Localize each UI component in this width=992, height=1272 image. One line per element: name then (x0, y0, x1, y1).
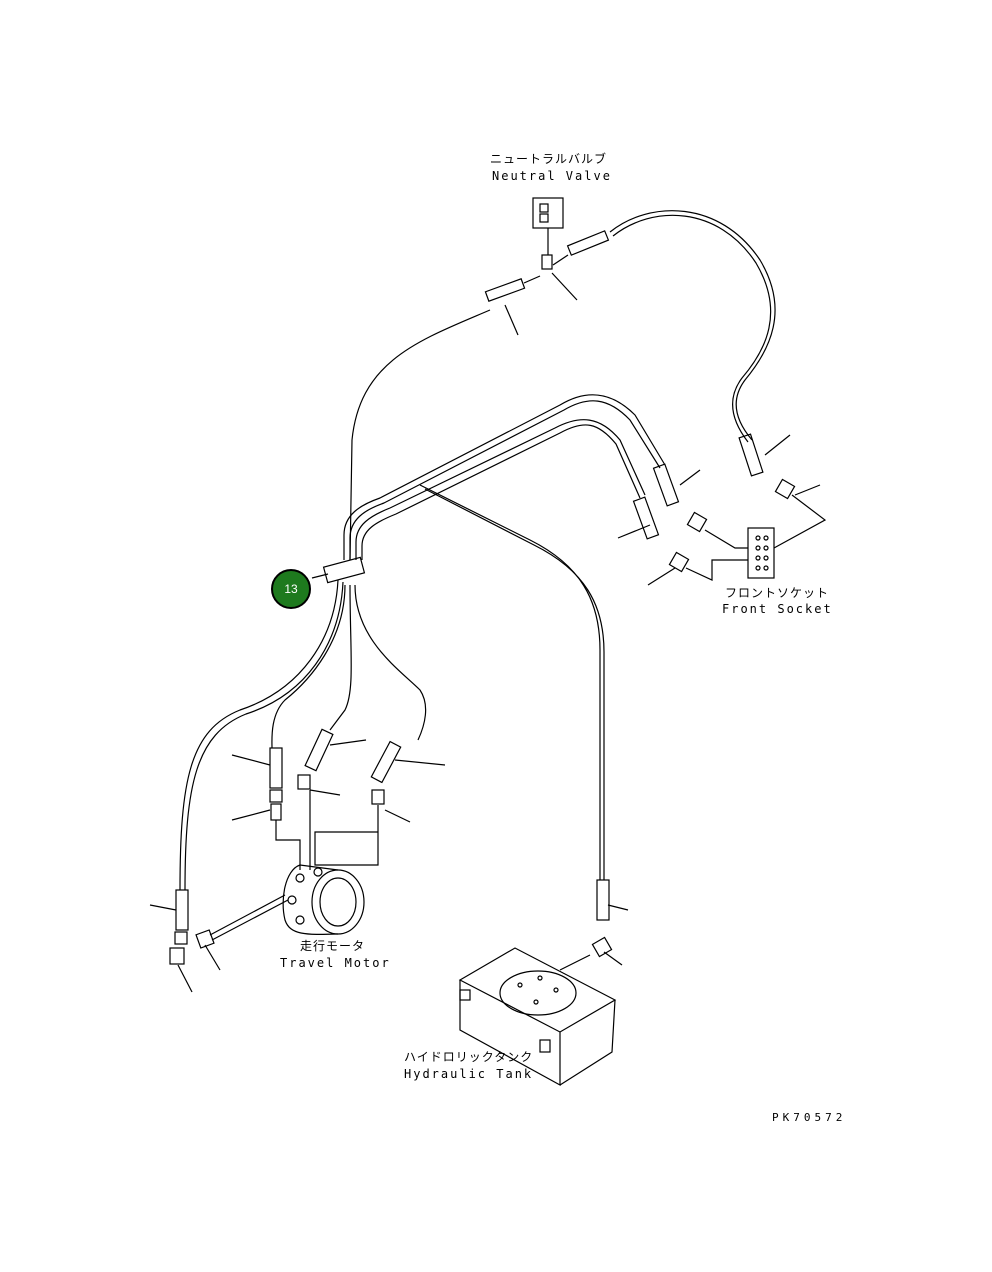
front-socket-label-jp: フロントソケット (725, 586, 830, 600)
hose-clamp (311, 556, 366, 584)
hose-valve-to-socket (609, 210, 776, 441)
hose-fitting-1 (269, 747, 283, 789)
neutral-valve-label-jp: ニュートラルバルブ (490, 152, 608, 166)
hydraulic-tank-label-en: Hydraulic Tank (404, 1067, 534, 1081)
travel-motor (282, 864, 365, 935)
front-socket-label-en: Front Socket (722, 602, 833, 616)
travel-motor-label-en: Travel Motor (280, 956, 391, 970)
valve-right-hose-fitting (552, 230, 610, 266)
front-socket (747, 527, 775, 579)
part-callout-13[interactable]: 13 (271, 569, 311, 609)
valve-left-hose-fitting (484, 275, 541, 302)
drawing-code: PK70572 (772, 1111, 847, 1124)
hydraulic-tank (458, 947, 617, 1087)
neutral-valve-label-en: Neutral Valve (492, 169, 612, 183)
travel-motor-label-jp: 走行モータ (300, 939, 366, 953)
neutral-valve (532, 197, 564, 270)
hose-valve-to-clamp (349, 309, 491, 561)
hydraulic-tank-label-jp: ハイドロリックタンク (404, 1050, 534, 1064)
